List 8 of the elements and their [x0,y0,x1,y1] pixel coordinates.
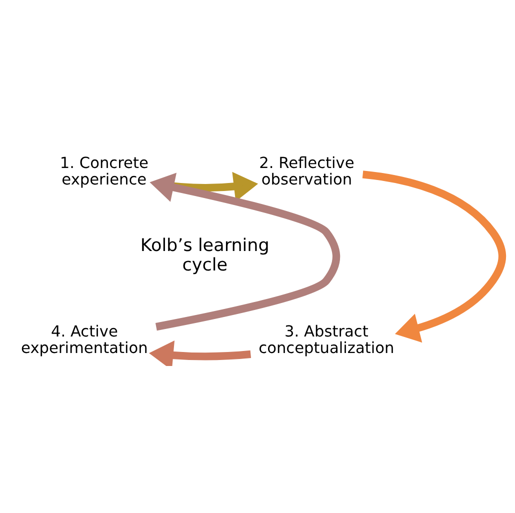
arrow [148,340,251,366]
node-text: 1. Concrete experience [60,154,148,188]
node-text: 3. Abstract conceptualization [258,322,394,358]
node-text: 2. Reflective observation [259,154,354,188]
arrow [362,170,506,343]
label: Kolb’s learning cycle [140,236,270,276]
arrow [150,172,340,331]
node-text: 4. Active experimentation [21,322,148,358]
